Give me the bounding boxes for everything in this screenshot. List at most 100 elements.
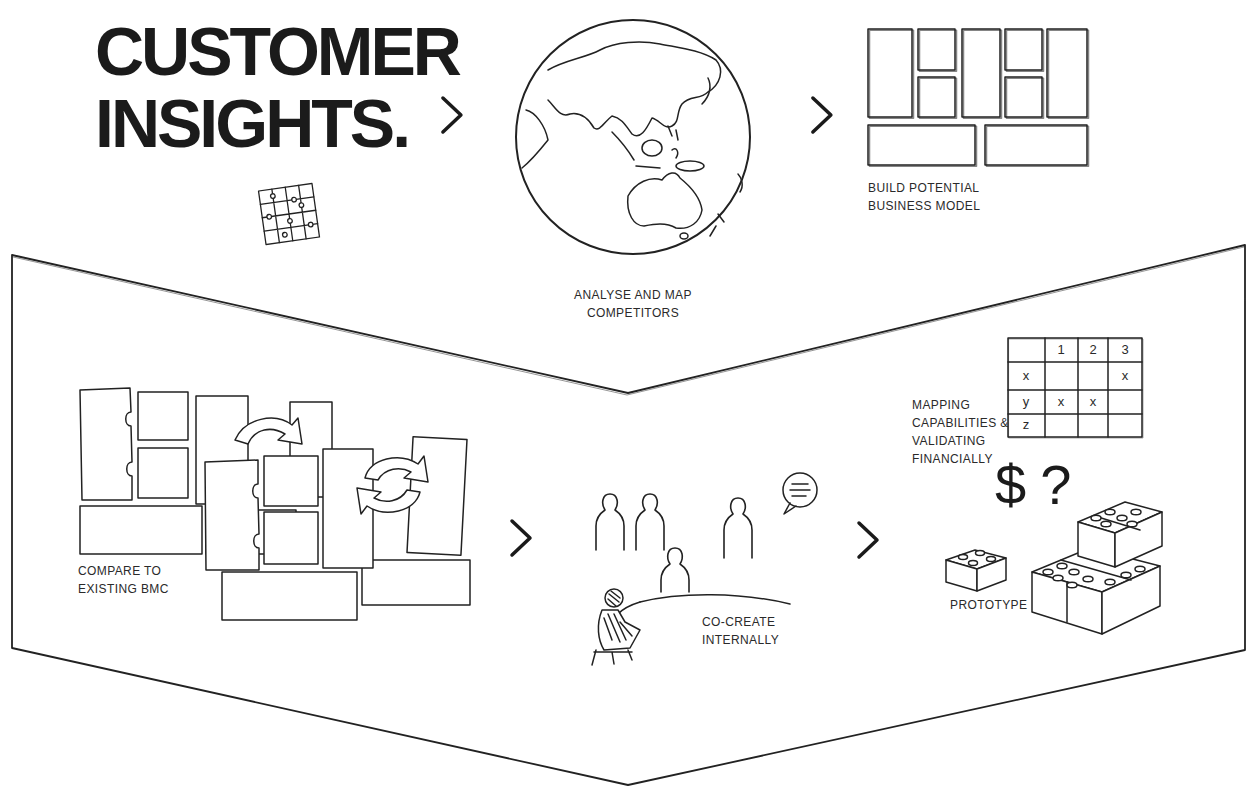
step-label: CO-CREATE INTERNALLY [702, 613, 797, 649]
people-part [636, 494, 664, 550]
business-model-canvas-part [868, 29, 1087, 165]
prototype-bricks-part [1102, 566, 1160, 634]
capability-grid-part [1008, 338, 1142, 437]
speech-bubble [783, 473, 817, 514]
flow-chevron [813, 98, 865, 132]
puzzle-icon-part [282, 232, 287, 237]
canvas-front-part [205, 460, 259, 570]
heading-text: CUSTOMER INSIGHTS. [95, 15, 485, 159]
puzzle-icon [259, 184, 320, 245]
grid-cell: y [1016, 393, 1036, 411]
meeting-table-part [640, 595, 790, 604]
people-part [661, 548, 689, 592]
people-part [724, 498, 752, 558]
business-model-canvas-part-part [868, 125, 975, 165]
compare-canvas-step: COMPARE TO EXISTING BMC [75, 385, 475, 623]
prototype-bricks-part [1105, 509, 1115, 515]
puzzle-icon-part [270, 193, 275, 198]
meeting-table-part [605, 589, 623, 607]
prototype-bricks-part [969, 561, 978, 566]
canvas-back-part [138, 448, 188, 498]
prototype-bricks-part [1083, 576, 1093, 582]
puzzle-icon-part [259, 184, 320, 245]
prototype-bricks-part [977, 558, 1006, 591]
puzzle-icon-part [259, 184, 320, 245]
canvas-front-part [264, 456, 318, 506]
flow-chevron [512, 521, 590, 555]
prototype-bricks-part [1061, 560, 1131, 622]
prototype-bricks-part [1131, 509, 1141, 515]
step-label: ANALYSE AND MAP COMPETITORS [563, 286, 703, 322]
prototype-bricks-part [1069, 569, 1079, 575]
co-create-step: CO-CREATE INTERNALLY [590, 470, 805, 665]
rotate-arrows-part [365, 456, 428, 482]
canvas-front-part [264, 512, 318, 564]
globe-part [672, 149, 678, 158]
speech-bubble-part [783, 473, 817, 507]
step-label: BUILD POTENTIAL BUSINESS MODEL [868, 179, 998, 215]
prototype-bricks-part [959, 555, 968, 560]
prototype-bricks-part [1078, 522, 1115, 567]
globe-part [636, 166, 660, 168]
meeting-table-part [604, 614, 632, 642]
prototype-bricks-part [1057, 563, 1067, 569]
prototype-bricks-part [1127, 521, 1137, 527]
canvas-front-part [222, 572, 357, 620]
globe-part [612, 132, 634, 160]
flow-chevron [443, 98, 516, 132]
rotate-arrows-part [357, 488, 420, 514]
money-question: $? [995, 455, 1105, 515]
business-model-canvas [868, 29, 1089, 166]
chevron-band [12, 245, 1245, 785]
step-label: COMPARE TO EXISTING BMC [78, 562, 203, 598]
grid-cell: 2 [1083, 341, 1103, 359]
prototype-bricks-part [1117, 515, 1127, 521]
prototype-bricks-part [1053, 575, 1063, 581]
puzzle-icon-part [267, 214, 272, 219]
speech-bubble-part [790, 484, 810, 496]
globe-part [548, 42, 721, 136]
flow-chevron [859, 523, 905, 557]
grid-cell: x [1083, 393, 1103, 411]
prototype-bricks [946, 502, 1162, 634]
prototype-bricks-part [1043, 569, 1053, 575]
competitor-globe: ANALYSE AND MAP COMPETITORS [516, 20, 750, 254]
capability-grid-part [1009, 339, 1143, 438]
chevron-band-part [12, 245, 1245, 785]
rotate-arrows-part [235, 418, 302, 444]
prototype-bricks-part [987, 557, 996, 562]
globe-part [710, 214, 724, 236]
prototype-bricks-part [1091, 515, 1101, 521]
prototype-bricks-part [1101, 521, 1111, 527]
business-model-canvas-part-part [1047, 29, 1087, 117]
prototype-bricks-part [1121, 572, 1131, 578]
grid-cell: x [1051, 393, 1071, 411]
business-model-canvas-part [870, 30, 1089, 166]
grid-cell: 3 [1115, 341, 1135, 359]
globe [516, 20, 750, 254]
rotate-arrows [235, 418, 428, 514]
prototype-bricks-part [976, 551, 985, 556]
people [596, 494, 752, 592]
business-model-canvas-part-part [1005, 77, 1042, 117]
prototype-bricks-part [1135, 566, 1145, 572]
prototype-bricks-part [1105, 579, 1115, 585]
puzzle-icon-part [308, 222, 313, 227]
grid-cell: x [1115, 367, 1135, 385]
capability-grid [1008, 338, 1143, 438]
prototype-bricks-part [946, 560, 977, 591]
grid-cell: z [1016, 416, 1036, 434]
puzzle-icon-part [299, 203, 304, 208]
business-model-canvas-part-part [918, 77, 955, 117]
meeting-table-part [598, 610, 640, 650]
business-model-step: BUILD POTENTIAL BUSINESS MODEL [865, 27, 1088, 167]
step-label: PROTOTYPE [950, 596, 1045, 614]
globe-part [628, 173, 702, 228]
globe-part [642, 140, 662, 156]
prototype-bricks-part [1067, 582, 1077, 588]
canvas-back-part [80, 388, 132, 500]
insight-step: CUSTOMER INSIGHTS. [92, 15, 427, 245]
globe-part [516, 20, 750, 254]
meeting-table-part [592, 650, 632, 665]
business-model-canvas-part-part [985, 125, 1087, 165]
